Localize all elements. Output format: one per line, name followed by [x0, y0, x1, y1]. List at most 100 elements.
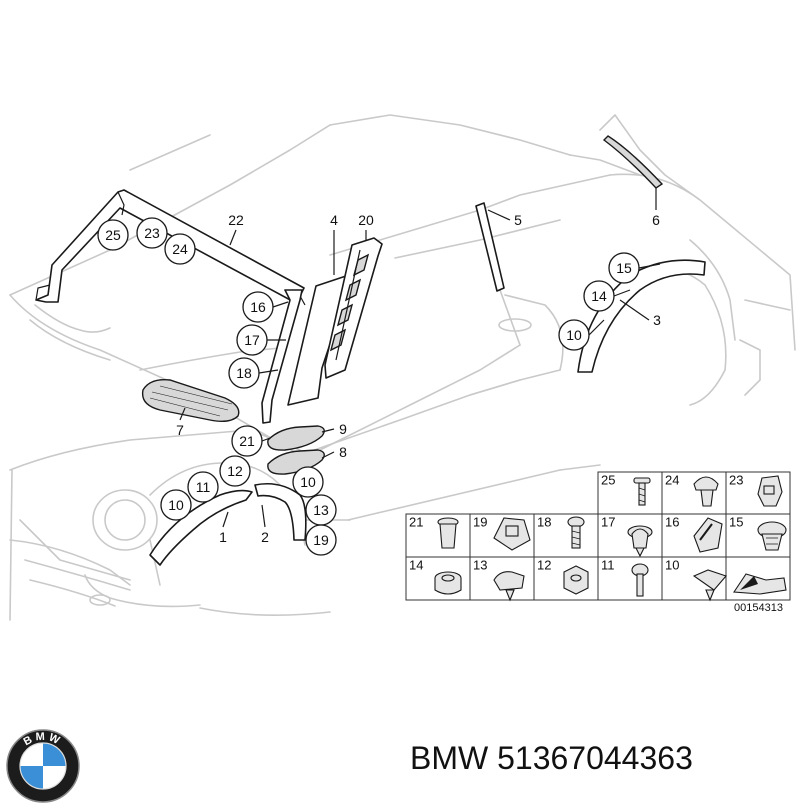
callout-number: 9: [339, 421, 347, 437]
callout-c18: 18: [228, 357, 260, 389]
callout-number: 4: [330, 212, 338, 228]
callout-number: 13: [313, 502, 329, 518]
grid-num-25: 25: [601, 473, 615, 488]
callout-number: 10: [168, 497, 184, 513]
callout-number: 2: [261, 529, 269, 545]
callout-number: 15: [616, 260, 632, 276]
flat-clip-icon: [692, 569, 727, 602]
arrow-marker-icon: [733, 573, 787, 595]
callout-number: 22: [228, 212, 244, 228]
callout-number: 20: [358, 212, 374, 228]
callout-number: 19: [313, 532, 329, 548]
callout-c10c: 10: [292, 466, 324, 498]
fir-tree-clip-icon: [757, 521, 787, 551]
car-outline: [9, 114, 796, 621]
grid-num-11: 11: [601, 558, 615, 573]
callout-circle: [305, 524, 337, 556]
callout-c8: 8: [339, 444, 347, 460]
callout-circle: [187, 471, 219, 503]
callout-c24: 24: [164, 233, 196, 265]
callout-circle: [608, 252, 640, 284]
callout-number: 3: [653, 312, 661, 328]
callout-c13: 13: [305, 494, 337, 526]
callout-circle: [236, 324, 268, 356]
svg-text:BMW: BMW: [22, 731, 65, 749]
callout-c6: 6: [652, 212, 660, 228]
callout-circle: [164, 233, 196, 265]
grid-num-13: 13: [473, 558, 487, 573]
callout-number: 16: [250, 299, 266, 315]
callout-c21: 21: [231, 425, 263, 457]
square-clip-icon: [493, 517, 531, 551]
self-tapping-screw-icon: [567, 516, 585, 549]
a-pillar-trim-part: [261, 289, 303, 424]
callout-number: 24: [172, 241, 188, 257]
callout-c20: 20: [358, 212, 374, 228]
hood-scoop-grille-part: [141, 379, 240, 423]
callout-circle: [160, 489, 192, 521]
callout-c10a: 10: [558, 319, 590, 351]
callout-number: 6: [652, 212, 660, 228]
grommet-icon: [434, 571, 462, 595]
callout-c25: 25: [97, 219, 129, 251]
callout-c10b: 10: [160, 489, 192, 521]
door-strip-part: [475, 202, 505, 292]
callout-number: 7: [176, 422, 184, 438]
push-clip-icon: [627, 525, 653, 558]
grid-num-17: 17: [601, 515, 615, 530]
callout-c14: 14: [583, 280, 615, 312]
side-scuttle-part: [267, 425, 325, 475]
callout-c2: 2: [261, 529, 269, 545]
slotted-clip-icon: [693, 517, 723, 553]
callout-c16: 16: [242, 291, 274, 323]
grid-num-21: 21: [409, 515, 423, 530]
callout-circle: [219, 455, 251, 487]
callout-c23: 23: [136, 217, 168, 249]
callout-c9: 9: [339, 421, 347, 437]
callout-number: 21: [239, 433, 255, 449]
grid-num-15: 15: [729, 515, 743, 530]
callout-number: 25: [105, 227, 121, 243]
callout-c19: 19: [305, 524, 337, 556]
callout-number: 12: [227, 463, 243, 479]
callout-c12: 12: [219, 455, 251, 487]
grid-num-14: 14: [409, 558, 423, 573]
trim-clip-icon: [757, 475, 783, 507]
callout-circle: [97, 219, 129, 251]
callout-number: 18: [236, 365, 252, 381]
callout-number: 10: [566, 327, 582, 343]
grid-num-18: 18: [537, 515, 551, 530]
hex-nut-icon: [563, 565, 589, 595]
part-caption: BMW 51367044363: [410, 740, 693, 776]
callout-number: 14: [591, 288, 607, 304]
callout-number: 23: [144, 225, 160, 241]
grid-num-10: 10: [665, 558, 679, 573]
callout-number: 1: [219, 529, 227, 545]
reference-code: 00154313: [734, 602, 783, 614]
callout-c5: 5: [514, 212, 522, 228]
callout-circle: [242, 291, 274, 323]
callout-c4: 4: [330, 212, 338, 228]
grid-num-16: 16: [665, 515, 679, 530]
leader-lines: [179, 188, 661, 528]
rear-wheel-arch-trim-part: [577, 259, 706, 373]
fastener-grid: 25 24 23 21 19 18 17 16 15 14 13 12 11 1…: [405, 471, 791, 614]
callout-c22: 22: [228, 212, 244, 228]
callout-c3: 3: [653, 312, 661, 328]
callout-circle: [292, 466, 324, 498]
callout-number: 8: [339, 444, 347, 460]
grid-num-12: 12: [537, 558, 551, 573]
callout-number: 10: [300, 474, 316, 490]
callout-number: 5: [514, 212, 522, 228]
pillar-bracket-part: [324, 237, 383, 379]
callout-circle: [231, 425, 263, 457]
bolt-icon: [631, 563, 649, 597]
callout-c17: 17: [236, 324, 268, 356]
callout-c7: 7: [176, 422, 184, 438]
screw-icon: [633, 477, 651, 506]
grid-num-19: 19: [473, 515, 487, 530]
callout-c11: 11: [187, 471, 219, 503]
roof-strip-part: [602, 135, 664, 189]
